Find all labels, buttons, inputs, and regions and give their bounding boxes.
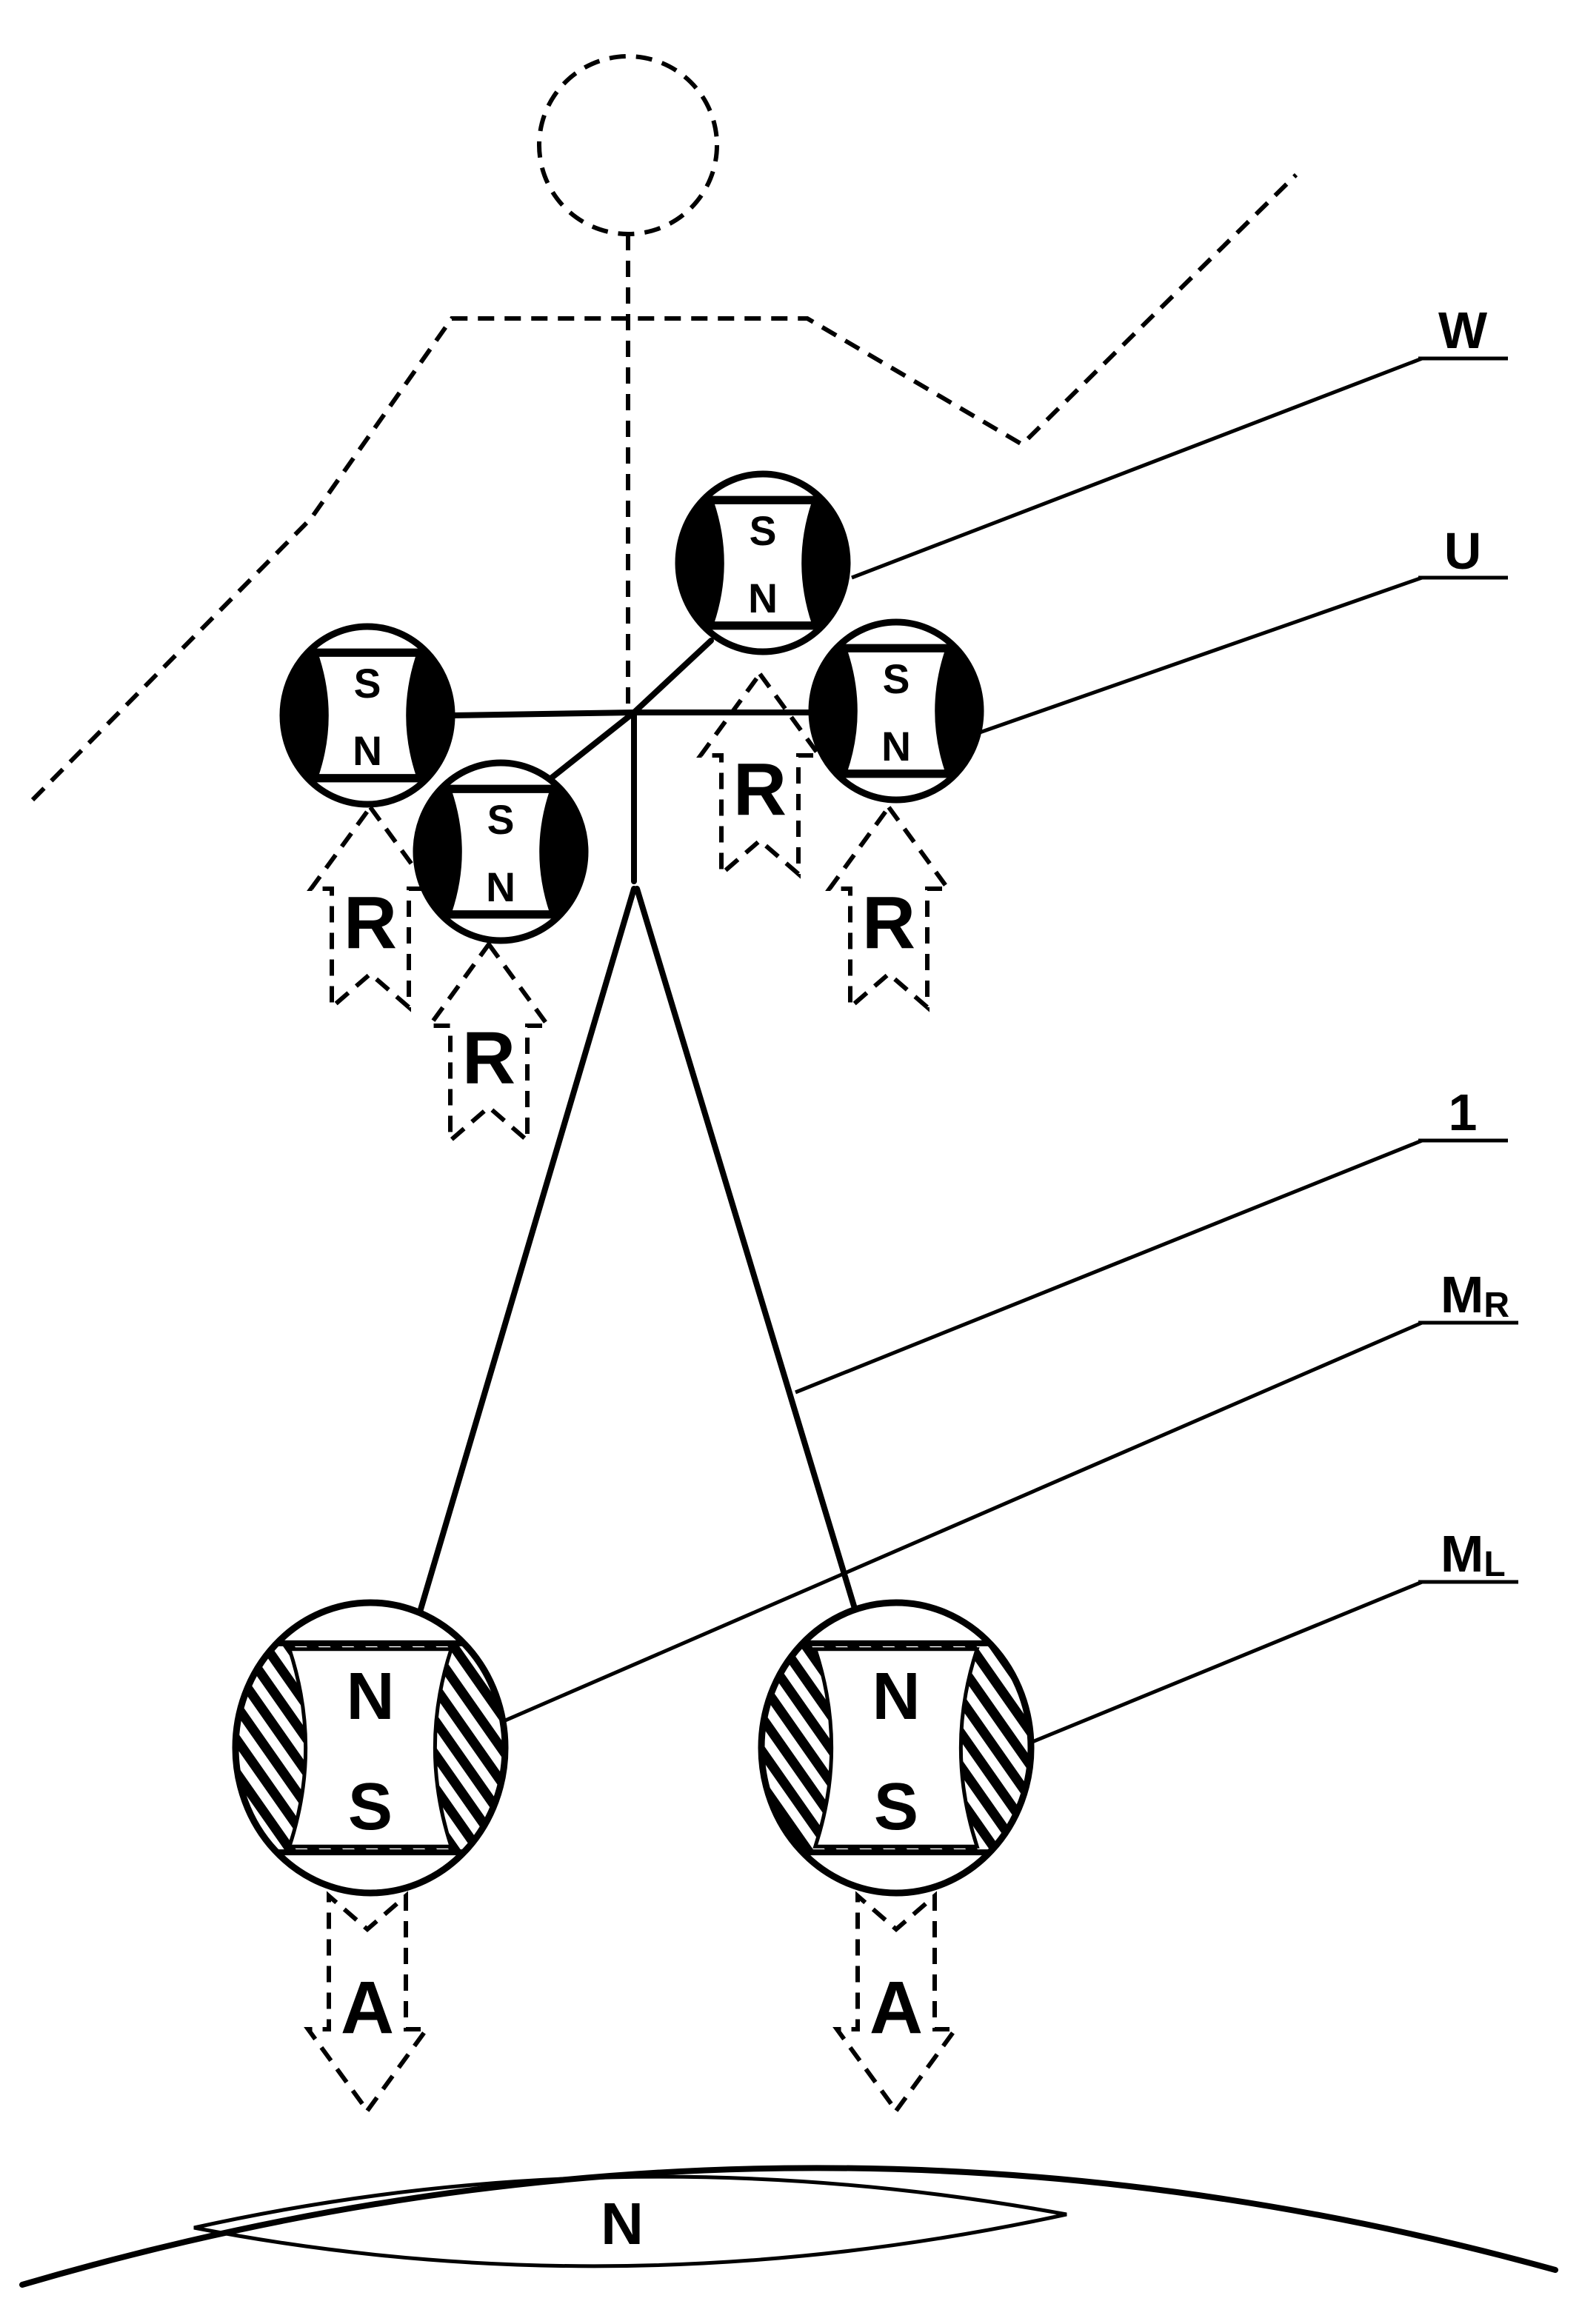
- magnet-bottom-pole-label: S: [348, 1769, 393, 1844]
- dashed-arrow-outline: [825, 803, 952, 1012]
- repulsion-arrow-up: R: [696, 670, 824, 879]
- magnet-top-pole-label: N: [346, 1659, 394, 1734]
- label-W: W: [1438, 301, 1487, 359]
- magnet-top-pole-label: S: [487, 797, 515, 843]
- leader-W: [851, 356, 1423, 580]
- magnet-outline: [758, 1599, 1035, 1897]
- magnet-bottom-pole-label: N: [881, 724, 911, 769]
- attraction-arrow-down: A: [832, 1891, 960, 2115]
- earth-surface-arc: [19, 2165, 1558, 2288]
- label-MR-main: M: [1441, 1266, 1483, 1323]
- dashed-arrow-outline: [425, 940, 553, 1146]
- repulsion-arrow-up: R: [825, 803, 952, 1012]
- magnet-core: [287, 1647, 454, 1849]
- leader-MR: [458, 1320, 1423, 1743]
- earth-pole-label: N: [601, 2191, 644, 2257]
- magnet-outline: [808, 618, 984, 804]
- force-arrow-label: A: [870, 1966, 923, 2049]
- force-arrow-label: A: [341, 1966, 394, 2049]
- leader-1: [795, 1138, 1423, 1395]
- magnet-top-pole-label: N: [872, 1659, 920, 1734]
- label-MR: MR: [1441, 1266, 1509, 1325]
- upper-magnet: SN: [675, 470, 851, 655]
- magnet-outline: [279, 623, 455, 808]
- label-ML-main: M: [1441, 1525, 1483, 1583]
- lower-magnet: NS: [232, 1599, 509, 1897]
- magnet-outline: [232, 1599, 509, 1897]
- label-U: U: [1444, 522, 1482, 580]
- magnet-core: [812, 1647, 980, 1849]
- arm-left: [449, 709, 637, 718]
- magnet-outline: [675, 470, 851, 655]
- magnet-top-pole-label: S: [750, 508, 777, 554]
- earth-lens: [193, 2174, 1067, 2268]
- attraction-arrow-down: A: [304, 1891, 431, 2115]
- label-ML: ML: [1441, 1525, 1506, 1584]
- force-arrow-label: R: [733, 748, 787, 831]
- dashed-arrow-outline: [832, 1891, 960, 2115]
- dashed-arrow-outline: [696, 670, 824, 879]
- magnet-core: [447, 789, 554, 915]
- force-arrow-label: R: [344, 881, 397, 964]
- magnet-bottom-pole-label: N: [486, 864, 515, 910]
- head-dashed-circle: [537, 54, 719, 236]
- magnet-core: [843, 648, 949, 774]
- label-ML-sub: L: [1483, 1545, 1505, 1584]
- force-arrow-label: R: [862, 881, 915, 964]
- label-1: 1: [1449, 1083, 1478, 1141]
- arm-diag-down: [549, 709, 637, 781]
- upper-magnet: SN: [413, 759, 589, 944]
- repulsion-arrow-up: R: [425, 940, 553, 1146]
- magnet-top-pole-label: S: [354, 661, 381, 707]
- upper-magnet: SN: [808, 618, 984, 804]
- mountain-dashed-outline: [30, 173, 1298, 802]
- repulsion-arrow-up: R: [307, 803, 434, 1012]
- arm-diag-up: [631, 638, 714, 715]
- magnet-top-pole-label: S: [883, 656, 910, 702]
- upper-magnet: SN: [279, 623, 455, 808]
- magnet-bottom-pole-label: S: [874, 1769, 918, 1844]
- label-MR-sub: R: [1483, 1286, 1509, 1325]
- magnet-core: [314, 652, 421, 778]
- magnet-bottom-pole-label: N: [353, 728, 382, 774]
- magnet-bottom-pole-label: N: [748, 575, 778, 621]
- dashed-arrow-outline: [304, 1891, 431, 2115]
- leg-left: [412, 886, 637, 1632]
- leader-U: [977, 575, 1423, 735]
- magnet-core: [710, 500, 816, 626]
- magnet-outline: [413, 759, 589, 944]
- leg-right: [634, 886, 861, 1621]
- force-arrow-label: R: [462, 1017, 515, 1100]
- leader-ML: [999, 1580, 1423, 1757]
- lower-magnet: NS: [758, 1599, 1035, 1897]
